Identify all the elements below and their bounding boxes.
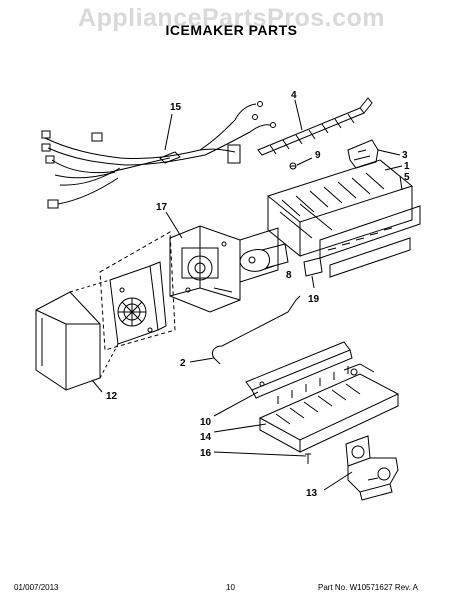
callout-4: 4 — [291, 90, 297, 101]
callout-1: 1 — [404, 161, 410, 172]
footer-date: 01/007/2013 — [14, 583, 59, 592]
callout-8: 8 — [286, 270, 292, 281]
clip-part — [303, 257, 323, 277]
icemaker-base-part — [258, 363, 400, 453]
callout-13: 13 — [306, 488, 318, 499]
callout-15: 15 — [170, 102, 182, 113]
watermark-text: AppliancePartsPros.com — [78, 4, 385, 32]
cover-plate-part — [245, 341, 353, 399]
screw-part — [289, 162, 297, 170]
callout-16: 16 — [200, 448, 212, 459]
base-screw-part — [305, 453, 311, 464]
ejector-part — [257, 97, 373, 156]
callout-2: 2 — [180, 358, 186, 369]
callout-3: 3 — [402, 150, 408, 161]
motor-assembly-part — [109, 261, 167, 345]
footer-page-number: 10 — [226, 583, 235, 592]
wiring-harness-part — [41, 101, 276, 209]
ice-mold-part — [266, 159, 421, 278]
bracket-part — [347, 139, 379, 169]
callout-9: 9 — [315, 150, 321, 161]
water-valve-part — [345, 435, 399, 501]
page-title: ICEMAKER PARTS — [165, 22, 298, 38]
footer-part-number: Part No. W10571627 Rev. A — [318, 583, 418, 592]
cover-part — [35, 291, 101, 391]
thermostat-part — [239, 243, 289, 272]
callout-10: 10 — [200, 417, 212, 428]
shutoff-arm-part — [211, 295, 301, 365]
control-module-part — [169, 225, 279, 313]
callout-17: 17 — [156, 202, 168, 213]
callout-14: 14 — [200, 432, 212, 443]
callout-19: 19 — [308, 294, 320, 305]
callout-12: 12 — [106, 391, 118, 402]
callout-5: 5 — [404, 172, 410, 183]
